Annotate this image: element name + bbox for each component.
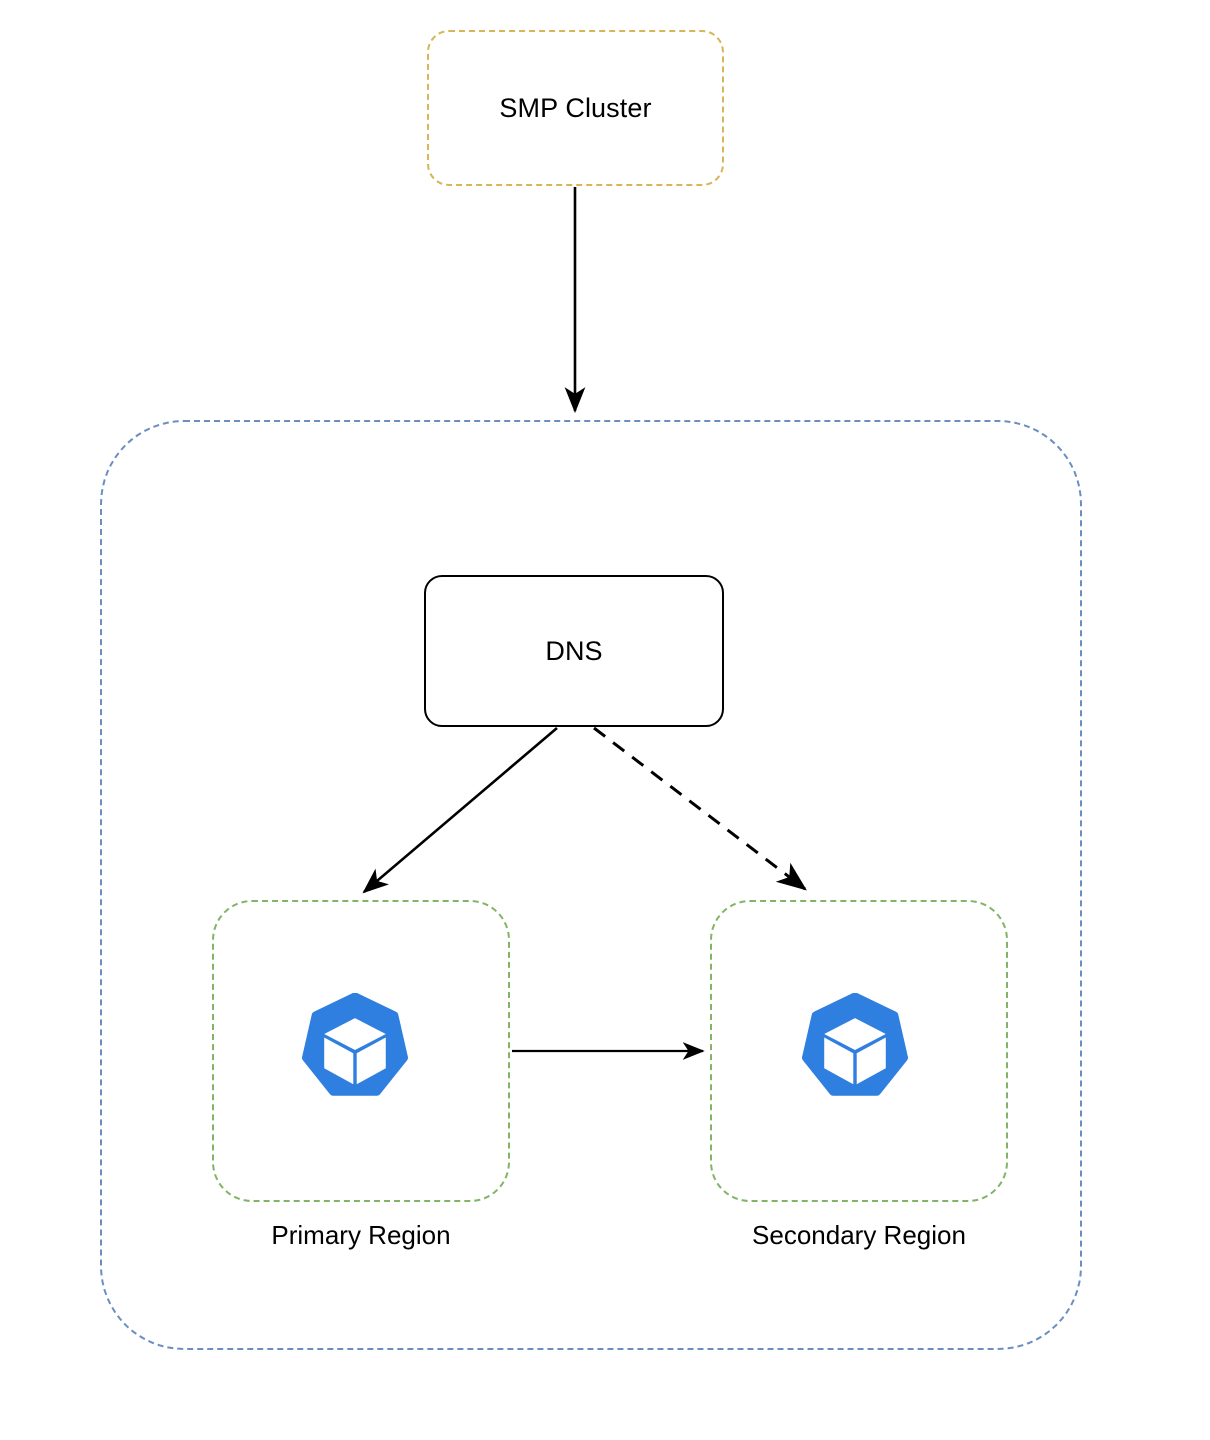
- smp-cluster-node[interactable]: SMP Cluster: [427, 30, 724, 186]
- smp-cluster-label: SMP Cluster: [499, 92, 652, 123]
- kubernetes-icon: [301, 993, 409, 1096]
- platform-container[interactable]: [100, 420, 1082, 1350]
- dns-node[interactable]: DNS: [424, 575, 724, 727]
- secondary-region-group[interactable]: [710, 900, 1008, 1202]
- secondary-region-caption: Secondary Region: [752, 1220, 966, 1250]
- primary-region-group[interactable]: [212, 900, 510, 1202]
- kubernetes-icon: [801, 993, 909, 1096]
- dns-label: DNS: [545, 635, 603, 666]
- primary-region-caption: Primary Region: [271, 1220, 451, 1250]
